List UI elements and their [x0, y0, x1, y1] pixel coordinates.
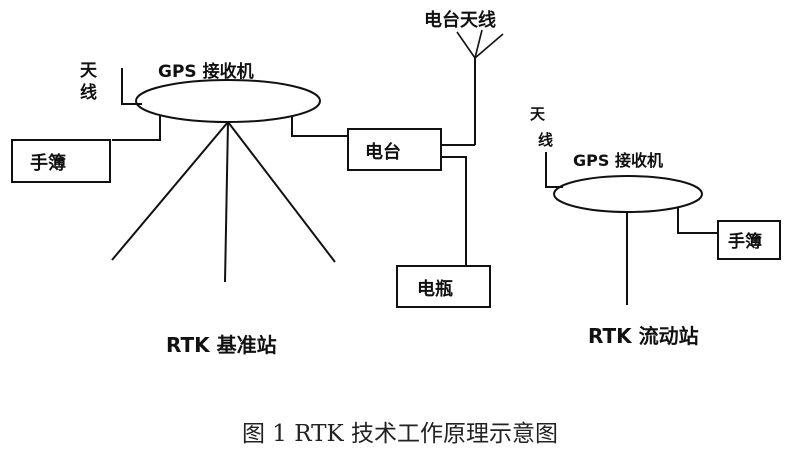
radio-box: [347, 128, 442, 171]
radio-battery-cable: [441, 156, 467, 266]
rover-controller-label: 手簿: [728, 231, 762, 252]
radio-label: 电台: [365, 141, 401, 163]
base-antenna-line: [121, 68, 142, 105]
base-controller-box: [11, 139, 111, 183]
tripod-leg-right: [227, 121, 336, 263]
rover-antenna-label-1: 天: [530, 105, 546, 123]
rover-controller-cable: [677, 207, 718, 234]
base-antenna-label-1: 天: [80, 61, 98, 81]
base-receiver: [135, 79, 321, 123]
battery-box: [396, 265, 491, 308]
receiver-radio-cable: [291, 116, 348, 137]
rover-receiver-label: GPS 接收机: [573, 151, 663, 170]
rover-antenna-label-2: 线: [538, 131, 553, 149]
radio-antenna-label: 电台天线: [424, 9, 496, 31]
base-controller-label: 手簿: [30, 152, 66, 174]
tripod-leg-left: [111, 121, 229, 261]
figure-caption: 图 1 RTK 技术工作原理示意图: [242, 421, 558, 447]
radio-antenna-prong-left: [456, 31, 476, 59]
base-station-label: RTK 基准站: [166, 333, 277, 357]
rover-receiver: [553, 175, 703, 213]
base-receiver-label: GPS 接收机: [158, 61, 254, 82]
radio-antenna-prong-mid: [474, 29, 483, 59]
radio-antenna-prong-right: [474, 33, 504, 59]
base-antenna-label-2: 线: [80, 82, 97, 103]
battery-label: 电瓶: [417, 278, 453, 300]
tripod-leg-center: [224, 121, 229, 283]
base-controller-cable: [112, 116, 161, 141]
rover-controller-box: [717, 220, 781, 260]
rover-antenna-line: [545, 152, 563, 188]
rover-station-label: RTK 流动站: [588, 324, 699, 348]
